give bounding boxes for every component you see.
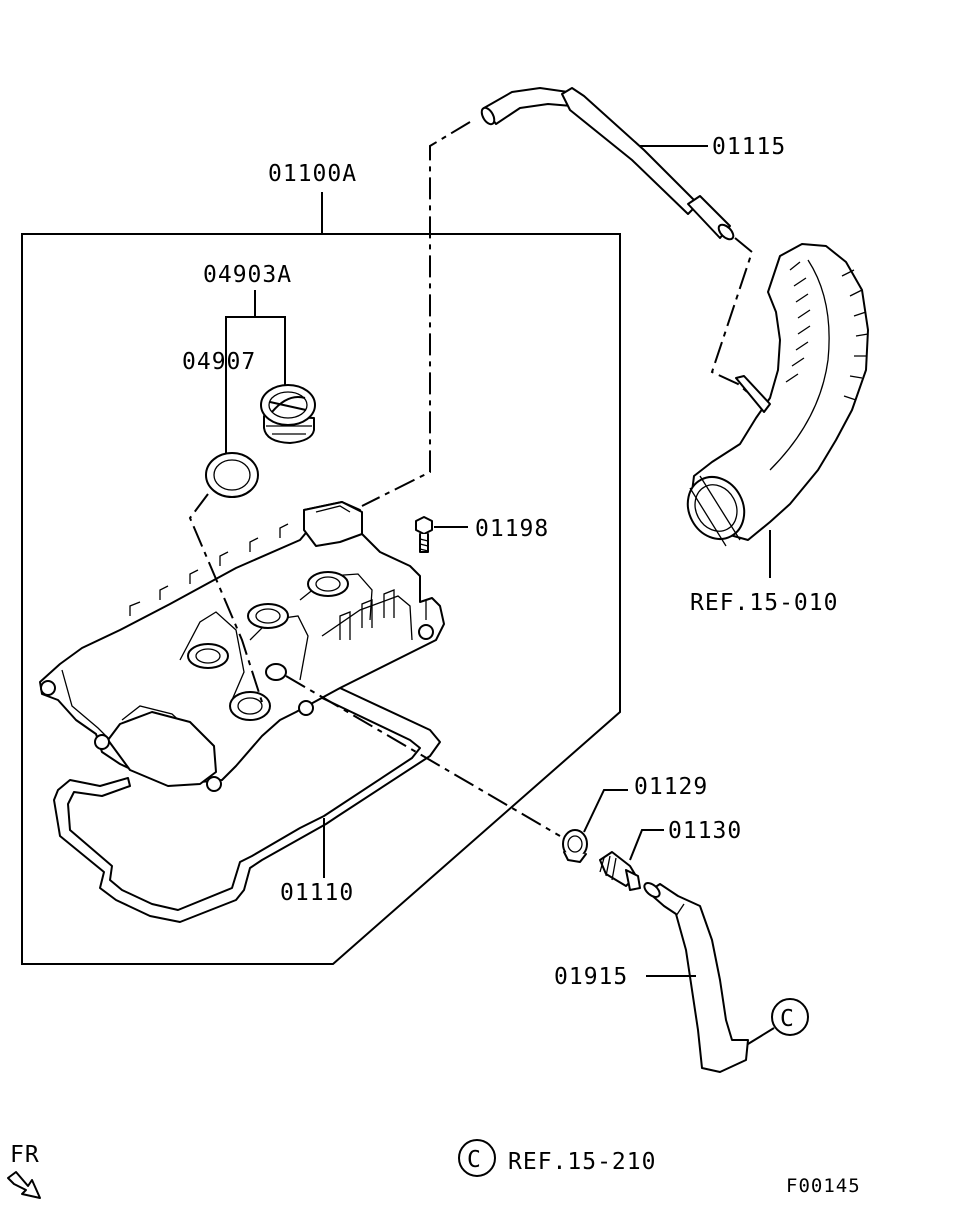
ref-circle-c [771, 998, 809, 1036]
bolt-01198[interactable] [415, 516, 433, 553]
label-ref-15-210[interactable]: REF.15-210 [508, 1149, 656, 1175]
intake-air-hose[interactable] [677, 243, 869, 549]
pcv-valve-leader-line [629, 829, 664, 861]
label-01110[interactable]: 01110 [280, 880, 354, 906]
label-01115[interactable]: 01115 [712, 134, 786, 160]
pcv-valve[interactable] [599, 851, 641, 891]
fr-label: FR [10, 1142, 40, 1168]
circle-c-legend-letter[interactable]: C [467, 1147, 482, 1173]
circle-c-letter[interactable]: C [780, 1006, 795, 1032]
label-01915[interactable]: 01915 [554, 964, 628, 990]
oil-filler-cap[interactable] [260, 384, 316, 444]
ref-circle-c-legend [458, 1139, 496, 1177]
label-04907[interactable]: 04907 [182, 349, 256, 375]
front-arrow-icon [7, 1171, 41, 1199]
grommet-leader [583, 789, 628, 833]
circle-c-leader [747, 1027, 775, 1045]
rocker-cover[interactable] [39, 501, 445, 792]
label-04903A[interactable]: 04903A [203, 262, 292, 288]
label-ref-15-010[interactable]: REF.15-010 [690, 590, 838, 616]
label-01130[interactable]: 01130 [668, 818, 742, 844]
rocker-cover-gasket[interactable] [53, 687, 441, 923]
breather-path-leader [361, 121, 471, 507]
pcv-valve-leader [285, 675, 561, 837]
breather-to-intake-leader [710, 237, 767, 409]
cap-seal-ring[interactable] [205, 452, 259, 498]
label-01129[interactable]: 01129 [634, 774, 708, 800]
label-01100A[interactable]: 01100A [268, 161, 357, 187]
figure-code: F00145 [786, 1175, 861, 1197]
assembly-box [21, 233, 621, 965]
label-01198[interactable]: 01198 [475, 516, 549, 542]
cap-seal-leader [188, 493, 263, 703]
pcv-grommet[interactable] [562, 829, 588, 863]
cap-assy-bracket [225, 290, 286, 455]
pcv-hose[interactable] [642, 880, 749, 1073]
breather-hose[interactable] [479, 87, 736, 242]
